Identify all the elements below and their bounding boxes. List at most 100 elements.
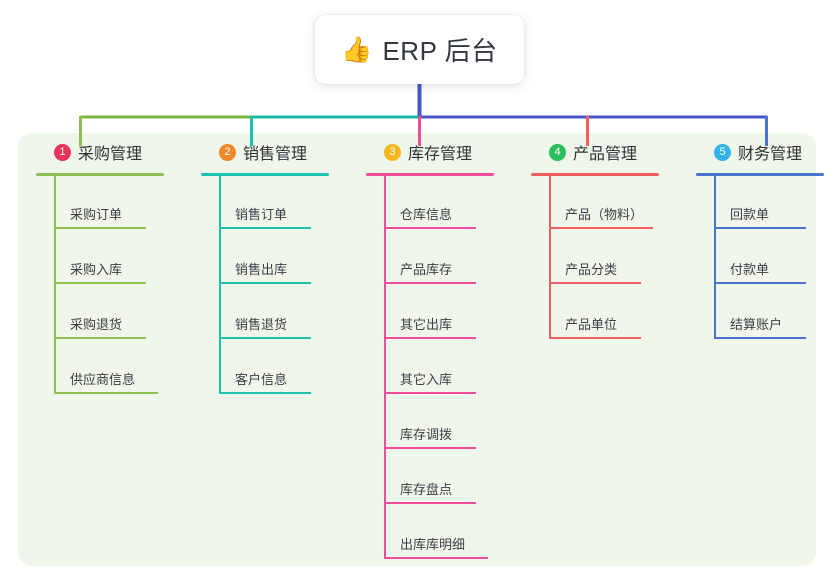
branch-child-label: 产品单位 xyxy=(565,317,618,332)
branch-spine xyxy=(219,174,221,394)
branch-child-rule xyxy=(384,337,476,339)
branch-child-rule xyxy=(219,392,311,394)
branch-child-rule xyxy=(54,227,146,229)
branch-child-list: 回款单付款单结算账户 xyxy=(696,174,836,339)
branch-spine xyxy=(714,174,716,339)
root-title: ERP 后台 xyxy=(382,36,498,66)
branch-child-item[interactable]: 客户信息 xyxy=(219,339,366,394)
branch-child-rule xyxy=(714,227,806,229)
branch-title: 采购管理 xyxy=(78,146,143,163)
branch-child-item[interactable]: 销售退货 xyxy=(219,284,366,339)
branch-child-item[interactable]: 库存调拨 xyxy=(384,394,531,449)
branch-header-rule xyxy=(531,173,659,176)
branch-child-label: 其它出库 xyxy=(400,317,453,332)
branch-column-4: 4 产品管理产品（物料） 产品分类产品单位 xyxy=(531,133,696,566)
branch-title: 产品管理 xyxy=(573,146,638,163)
branch-child-rule xyxy=(219,282,311,284)
branch-child-list: 采购订单采购入库采购退货供应商信息 xyxy=(36,174,201,394)
branch-child-label: 产品分类 xyxy=(565,262,618,277)
branch-child-label: 客户信息 xyxy=(235,372,288,387)
branch-child-label: 销售出库 xyxy=(235,262,288,277)
branch-child-item[interactable]: 产品库存 xyxy=(384,229,531,284)
branch-child-label: 采购订单 xyxy=(70,207,123,222)
branch-child-item[interactable]: 回款单 xyxy=(714,174,836,229)
branch-child-label: 其它入库 xyxy=(400,372,453,387)
branch-child-rule xyxy=(219,227,311,229)
root-node[interactable]: 👍 ERP 后台 xyxy=(315,15,524,84)
branch-number-badge: 5 xyxy=(714,143,731,161)
branch-child-rule xyxy=(549,227,653,229)
branch-child-rule xyxy=(384,392,476,394)
branch-number-badge: 1 xyxy=(54,143,71,161)
branch-child-item[interactable]: 其它出库 xyxy=(384,284,531,339)
branch-child-label: 产品（物料） xyxy=(565,207,644,222)
branch-title: 库存管理 xyxy=(408,146,473,163)
branch-spine xyxy=(54,174,56,394)
branch-header-1[interactable]: 1 采购管理 xyxy=(36,133,201,176)
branch-child-label: 出库库明细 xyxy=(400,537,466,552)
branch-child-item[interactable]: 仓库信息 xyxy=(384,174,531,229)
branch-header-rule xyxy=(696,173,824,176)
branch-child-item[interactable]: 产品单位 xyxy=(549,284,696,339)
branch-spine xyxy=(549,174,551,339)
branch-child-item[interactable]: 结算账户 xyxy=(714,284,836,339)
branch-child-item[interactable]: 采购退货 xyxy=(54,284,201,339)
branch-child-label: 销售退货 xyxy=(235,317,288,332)
branch-number-badge: 4 xyxy=(549,143,566,161)
branch-child-label: 仓库信息 xyxy=(400,207,453,222)
branch-child-label: 库存盘点 xyxy=(400,482,453,497)
thumbs-up-icon: 👍 xyxy=(341,35,373,64)
branch-child-rule xyxy=(384,557,488,559)
branch-child-rule xyxy=(219,337,311,339)
branch-child-list: 产品（物料） 产品分类产品单位 xyxy=(531,174,696,339)
branch-child-rule xyxy=(549,282,641,284)
branch-child-label: 供应商信息 xyxy=(70,372,136,387)
branch-child-label: 销售订单 xyxy=(235,207,288,222)
branch-child-rule xyxy=(384,282,476,284)
branch-header-3[interactable]: 3 库存管理 xyxy=(366,133,531,176)
branch-number-badge: 2 xyxy=(219,143,236,161)
branch-number-badge: 3 xyxy=(384,143,401,161)
branch-column-1: 1 采购管理采购订单采购入库采购退货供应商信息 xyxy=(36,133,201,566)
branch-child-item[interactable]: 产品（物料） xyxy=(549,174,696,229)
branch-header-rule xyxy=(201,173,329,176)
branch-child-label: 结算账户 xyxy=(730,317,783,332)
branch-child-rule xyxy=(384,502,476,504)
branch-header-rule xyxy=(36,173,164,176)
branch-child-item[interactable]: 采购入库 xyxy=(54,229,201,284)
branch-child-item[interactable]: 其它入库 xyxy=(384,339,531,394)
branch-child-rule xyxy=(384,447,476,449)
branch-child-item[interactable]: 销售出库 xyxy=(219,229,366,284)
branch-child-item[interactable]: 供应商信息 xyxy=(54,339,201,394)
branch-child-rule xyxy=(54,392,158,394)
branch-column-3: 3 库存管理仓库信息产品库存其它出库其它入库库存调拨库存盘点出库库明细 xyxy=(366,133,531,566)
branch-child-rule xyxy=(714,282,806,284)
branch-child-item[interactable]: 采购订单 xyxy=(54,174,201,229)
branch-child-list: 仓库信息产品库存其它出库其它入库库存调拨库存盘点出库库明细 xyxy=(366,174,531,559)
branches-panel xyxy=(18,133,816,566)
branch-spine xyxy=(384,174,386,559)
branch-child-rule xyxy=(384,227,476,229)
branch-child-label: 回款单 xyxy=(730,207,770,222)
branch-child-label: 产品库存 xyxy=(400,262,453,277)
branch-child-item[interactable]: 库存盘点 xyxy=(384,449,531,504)
branch-child-item[interactable]: 付款单 xyxy=(714,229,836,284)
branch-child-item[interactable]: 产品分类 xyxy=(549,229,696,284)
branch-column-5: 5 财务管理回款单付款单结算账户 xyxy=(696,133,836,566)
branch-child-item[interactable]: 出库库明细 xyxy=(384,504,531,559)
branch-child-rule xyxy=(714,337,806,339)
branch-child-rule xyxy=(54,337,146,339)
branch-header-rule xyxy=(366,173,494,176)
branch-child-label: 采购退货 xyxy=(70,317,123,332)
branch-title: 财务管理 xyxy=(738,146,803,163)
branch-header-5[interactable]: 5 财务管理 xyxy=(696,133,836,176)
branch-header-4[interactable]: 4 产品管理 xyxy=(531,133,696,176)
branch-child-rule xyxy=(54,282,146,284)
branch-child-list: 销售订单销售出库销售退货客户信息 xyxy=(201,174,366,394)
branch-child-rule xyxy=(549,337,641,339)
branch-child-item[interactable]: 销售订单 xyxy=(219,174,366,229)
